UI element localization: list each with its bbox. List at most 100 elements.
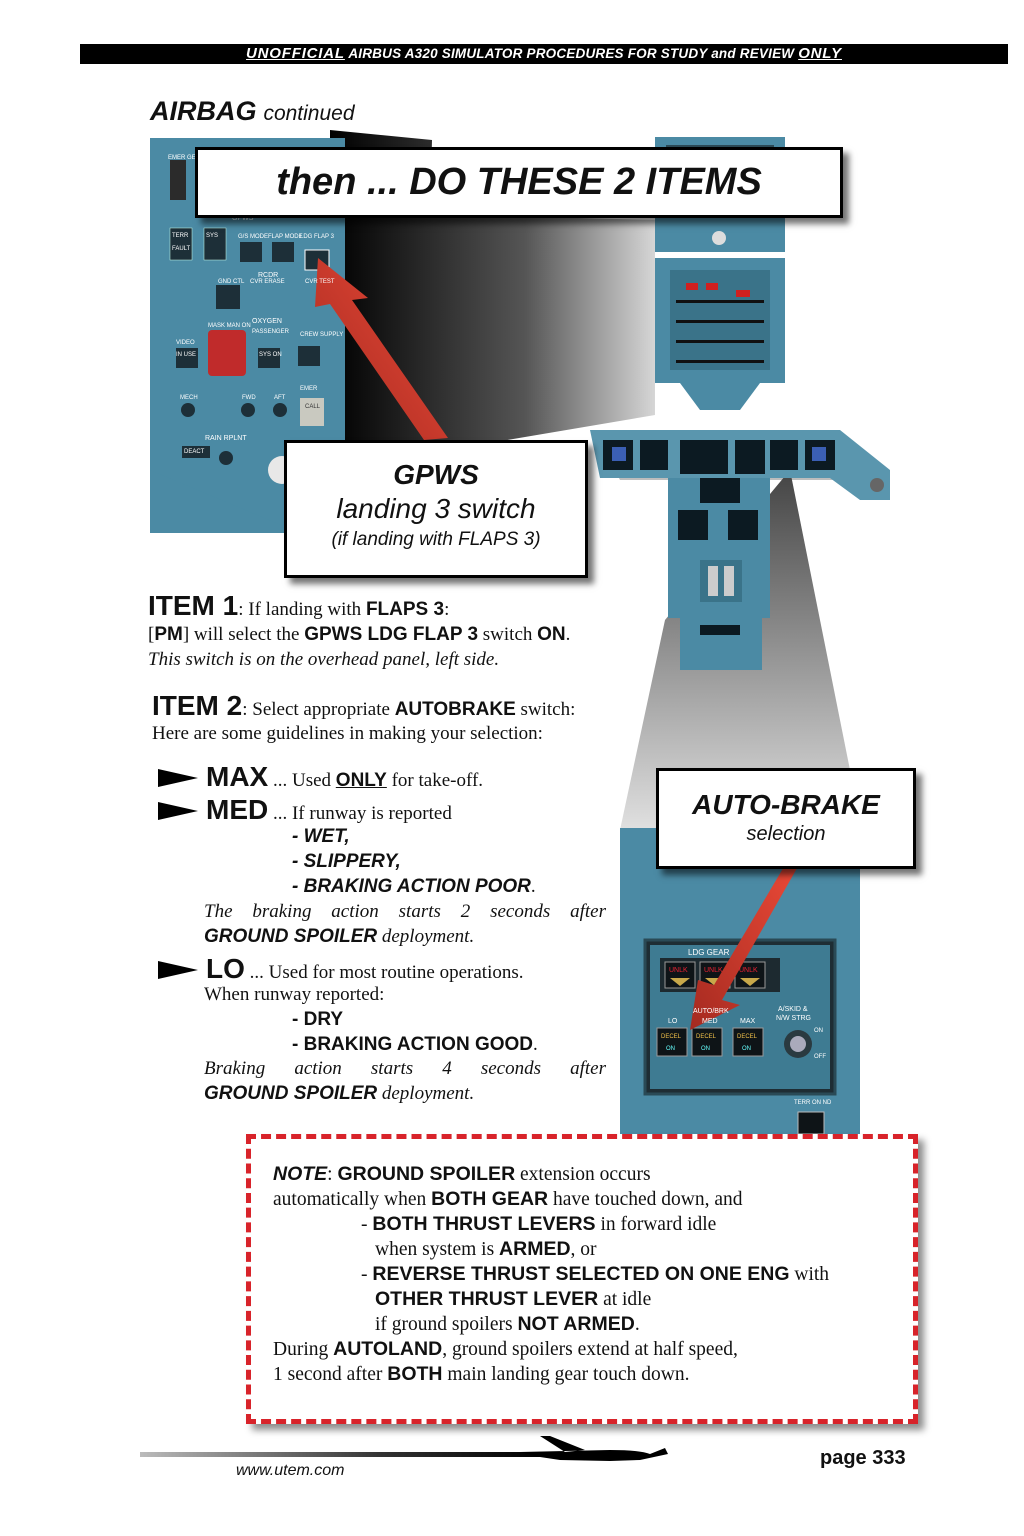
autobrk-label: AUTO/BRK [693,1008,729,1015]
note-armed: ARMED [499,1238,571,1260]
note-colon: : [327,1164,338,1185]
note-line7: if ground spoilers NOT ARMED. [375,1313,640,1336]
aft-label: AFT [274,395,286,401]
autobrk-max-label: MAX [740,1018,756,1025]
autobrake-callout-line2: selection [746,823,826,845]
crew-supply-label: CREW SUPPLY [300,332,344,338]
terr-on-nd-label: TERR ON ND [794,1100,832,1106]
med-label: MED [206,794,269,825]
autobrk-med-label: MED [702,1018,718,1025]
header-unofficial: UNOFFICIAL [246,45,345,62]
item2-text-c: switch: [515,699,576,720]
note-ground-spoiler: GROUND SPOILER [337,1163,516,1185]
max-text-c: for take-off. [386,770,484,791]
section-title-main: AIRBAG [150,96,257,126]
item2-autobrake: AUTOBRAKE [394,699,516,720]
in-use-label: IN USE [176,352,197,358]
rcdr-label: RCDR [258,272,279,279]
item1-on: ON [537,624,566,645]
note-l7-a: if ground spoilers [375,1314,518,1335]
max-line: MAX ... Used ONLY for take-off. [158,761,483,793]
lo-braking-good: - BRAKING ACTION GOOD [292,1034,534,1055]
note-l5-c: with [789,1264,830,1285]
lo-dry: - DRY [292,1009,344,1030]
item1-text-c: : [444,599,450,620]
ldg-gear-label: LDG GEAR [688,948,730,957]
flap-mode-label: FLAP MODE [268,234,303,240]
passenger-label: PASSENGER [252,329,289,335]
note-autoland: AUTOLAND [333,1338,443,1360]
item1-line3: This switch is on the overhead panel, le… [148,649,500,670]
note-line5: - REVERSE THRUST SELECTED ON ONE ENG wit… [361,1263,829,1286]
item1-bracket-open: [ [148,624,155,645]
note-l2-a: automatically when [273,1189,432,1210]
note-l8-a: During [273,1339,334,1360]
note-line8: During AUTOLAND, ground spoilers extend … [273,1338,738,1361]
note-l6-b: at idle [598,1289,652,1310]
autobrake-callout: AUTO-BRAKE selection [656,768,916,869]
note-l9-c: main landing gear touch down. [442,1364,690,1385]
max-only: ONLY [335,770,387,791]
emer-label: EMER [300,386,318,392]
deact-label: DEACT [184,449,205,455]
unlk-right-label: UNLK [739,967,758,974]
autobrk-med-on-label: ON [701,1046,710,1052]
sys-label: SYS [206,233,219,239]
note-both-thrust-levers: BOTH THRUST LEVERS [372,1213,596,1235]
autobrk-max-on-label: ON [742,1046,751,1052]
note-l3-c: in forward idle [595,1214,717,1235]
med-ground-spoiler: GROUND SPOILER [204,926,378,947]
note-l2-c: have touched down, and [548,1189,743,1210]
med-poor-line: - BRAKING ACTION POOR. [292,876,536,897]
ldg-flap3-label: LDG FLAP 3 [300,234,334,240]
lo-label: LO [206,953,245,984]
gpws-callout-line2: landing 3 switch [336,493,536,524]
gs-mode-label: G/S MODE [238,234,269,240]
item1-line2: [PM] will select the GPWS LDG FLAP 3 swi… [148,624,570,646]
askid-label: A/SKID & [778,1006,808,1013]
item2-text-a: : Select appropriate [242,699,395,720]
med-slippery: - SLIPPERY, [292,851,401,872]
cvr-test-label: CVR TEST [305,279,335,285]
note-l9-a: 1 second after [273,1364,388,1385]
autobrake-pointer-arrow [690,860,800,1030]
header-banner: UNOFFICIAL AIRBUS A320 SIMULATOR PROCEDU… [80,44,1008,64]
item1-line1: ITEM 1: If landing with FLAPS 3: [148,590,449,622]
video-label: VIDEO [176,340,195,346]
note-other-thrust-lever: OTHER THRUST LEVER [375,1288,599,1310]
page-number: page 333 [820,1447,906,1469]
lo-line: LO ... Used for most routine operations. [158,953,524,985]
med-braking-poor: - BRAKING ACTION POOR [292,876,531,897]
note-l8-c: , ground spoilers extend at half speed, [442,1339,738,1360]
footer-url[interactable]: www.utem.com [236,1462,345,1479]
askid-on-label: ON [814,1028,823,1034]
note-l1-rest: extension occurs [515,1164,651,1185]
pedestal-panel [620,828,860,1138]
max-text-a: ... Used [268,770,336,791]
note-not-armed: NOT ARMED [517,1313,635,1335]
nw-strg-label: N/W STRG [776,1015,811,1022]
gpws-callout-title: GPWS [393,459,479,490]
emer-gen-label: EMER GEN [168,155,201,161]
note-line4: when system is ARMED, or [375,1238,597,1261]
item1-text-a: : If landing with [238,599,366,620]
askid-off-label: OFF [814,1054,826,1060]
autobrk-lo-label: LO [668,1018,678,1025]
item1-period: . [565,624,571,645]
section-title-suffix: continued [263,102,355,125]
item2-line2: Here are some guidelines in making your … [152,723,543,744]
med-note-line1: The braking action starts 2 seconds afte… [204,901,606,922]
item1-label: ITEM 1 [148,590,239,621]
banner-do-these-items: then ... DO THESE 2 ITEMS [195,147,843,218]
item2-line1: ITEM 2: Select appropriate AUTOBRAKE swi… [152,690,575,722]
header-only: ONLY [798,45,842,62]
decel-med-label: DECEL [696,1034,717,1040]
gpws-callout: GPWS landing 3 switch (if landing with F… [284,440,588,578]
mask-man-on-label: MASK MAN ON [208,323,251,329]
note-l7-c: . [634,1314,640,1335]
item1-gpws-ldg-flap3: GPWS LDG FLAP 3 [304,624,479,645]
med-text-a: ... If runway is reported [268,803,452,824]
rain-rplnt-label: RAIN RPLNT [205,435,247,442]
item2-label: ITEM 2 [152,690,243,721]
unlk-nose-label: UNLK [704,967,723,974]
